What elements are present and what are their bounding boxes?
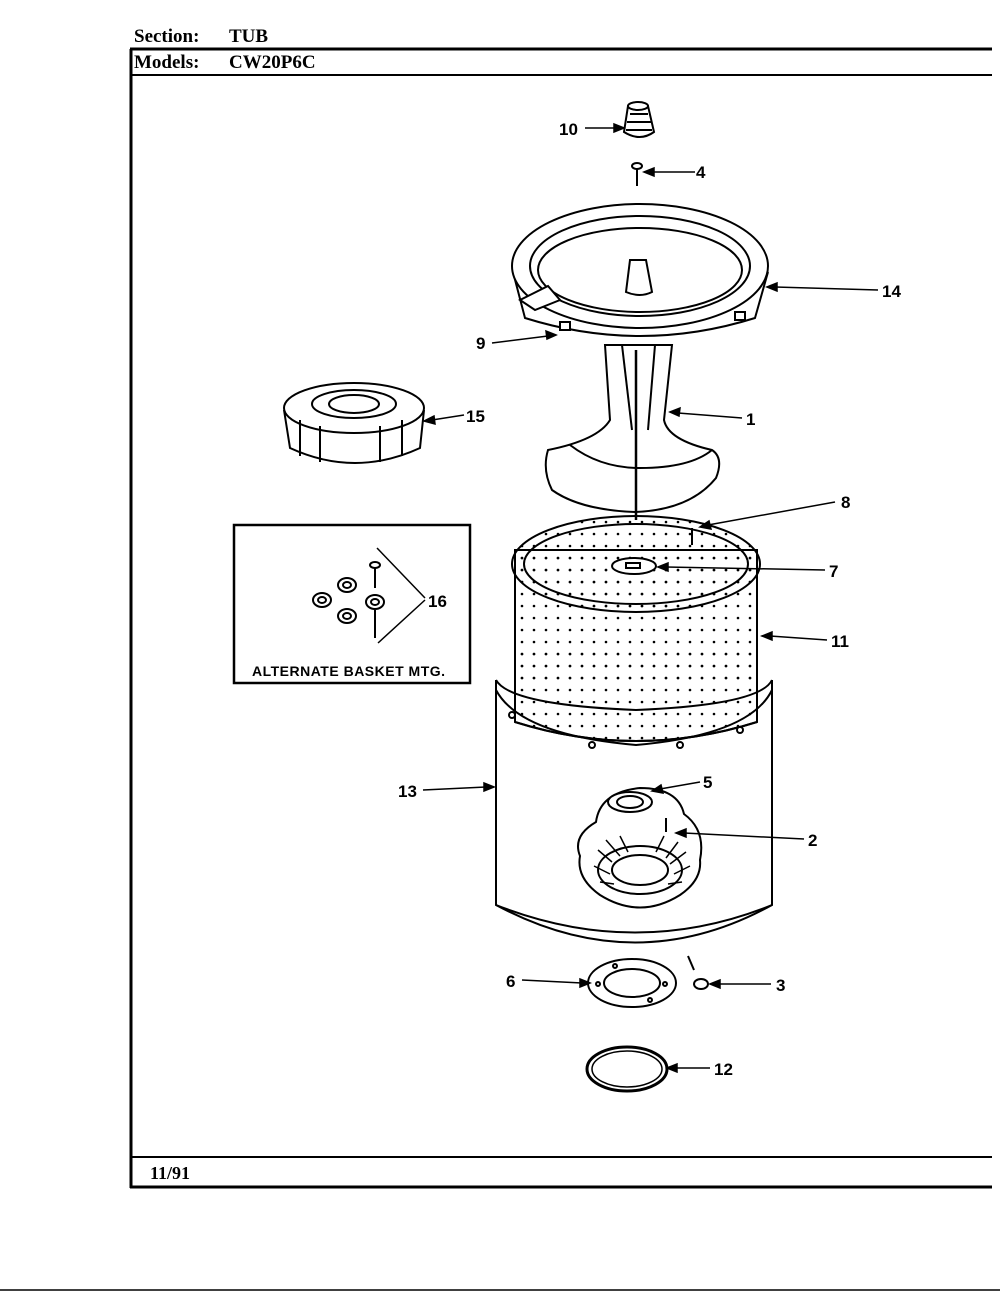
callout-5: 5 <box>703 773 712 792</box>
leader-lines <box>421 122 879 1074</box>
callout-12: 12 <box>714 1060 733 1079</box>
part-15-ring <box>283 382 425 464</box>
part-3-nut <box>687 955 709 990</box>
callout-4: 4 <box>696 163 706 182</box>
callout-15: 15 <box>466 407 485 426</box>
callout-8: 8 <box>841 493 850 512</box>
callout-3: 3 <box>776 976 785 995</box>
callout-2: 2 <box>808 831 817 850</box>
callout-14: 14 <box>882 282 901 301</box>
callout-16: 16 <box>428 592 447 611</box>
models-value: CW20P6C <box>229 52 316 73</box>
section-label: Section: <box>134 26 200 47</box>
callout-11: 11 <box>831 632 849 651</box>
callout-13: 13 <box>398 782 417 801</box>
part-10-cap <box>622 101 656 138</box>
part-4-screw <box>631 162 643 186</box>
callout-7: 7 <box>829 562 838 581</box>
inset-caption: ALTERNATE BASKET MTG. <box>252 663 446 679</box>
part-12-ring <box>585 1045 669 1093</box>
part-1-agitator <box>544 344 721 520</box>
callout-labels: 10 4 14 9 15 1 8 7 16 11 13 5 2 6 3 12 <box>398 120 901 1079</box>
part-13-outer-tub <box>495 650 773 944</box>
footer-date: 11/91 <box>150 1163 191 1183</box>
inset-alternate-basket-mtg: ALTERNATE BASKET MTG. <box>232 523 472 685</box>
callout-6: 6 <box>506 972 515 991</box>
callout-1: 1 <box>746 410 755 429</box>
page-frame <box>0 47 1000 1291</box>
section-value: TUB <box>229 26 269 47</box>
part-14-tub-cover <box>511 203 769 337</box>
models-label: Models: <box>134 52 200 73</box>
callout-10: 10 <box>559 120 578 139</box>
part-6-gasket <box>587 958 677 1008</box>
callout-9: 9 <box>476 334 485 353</box>
